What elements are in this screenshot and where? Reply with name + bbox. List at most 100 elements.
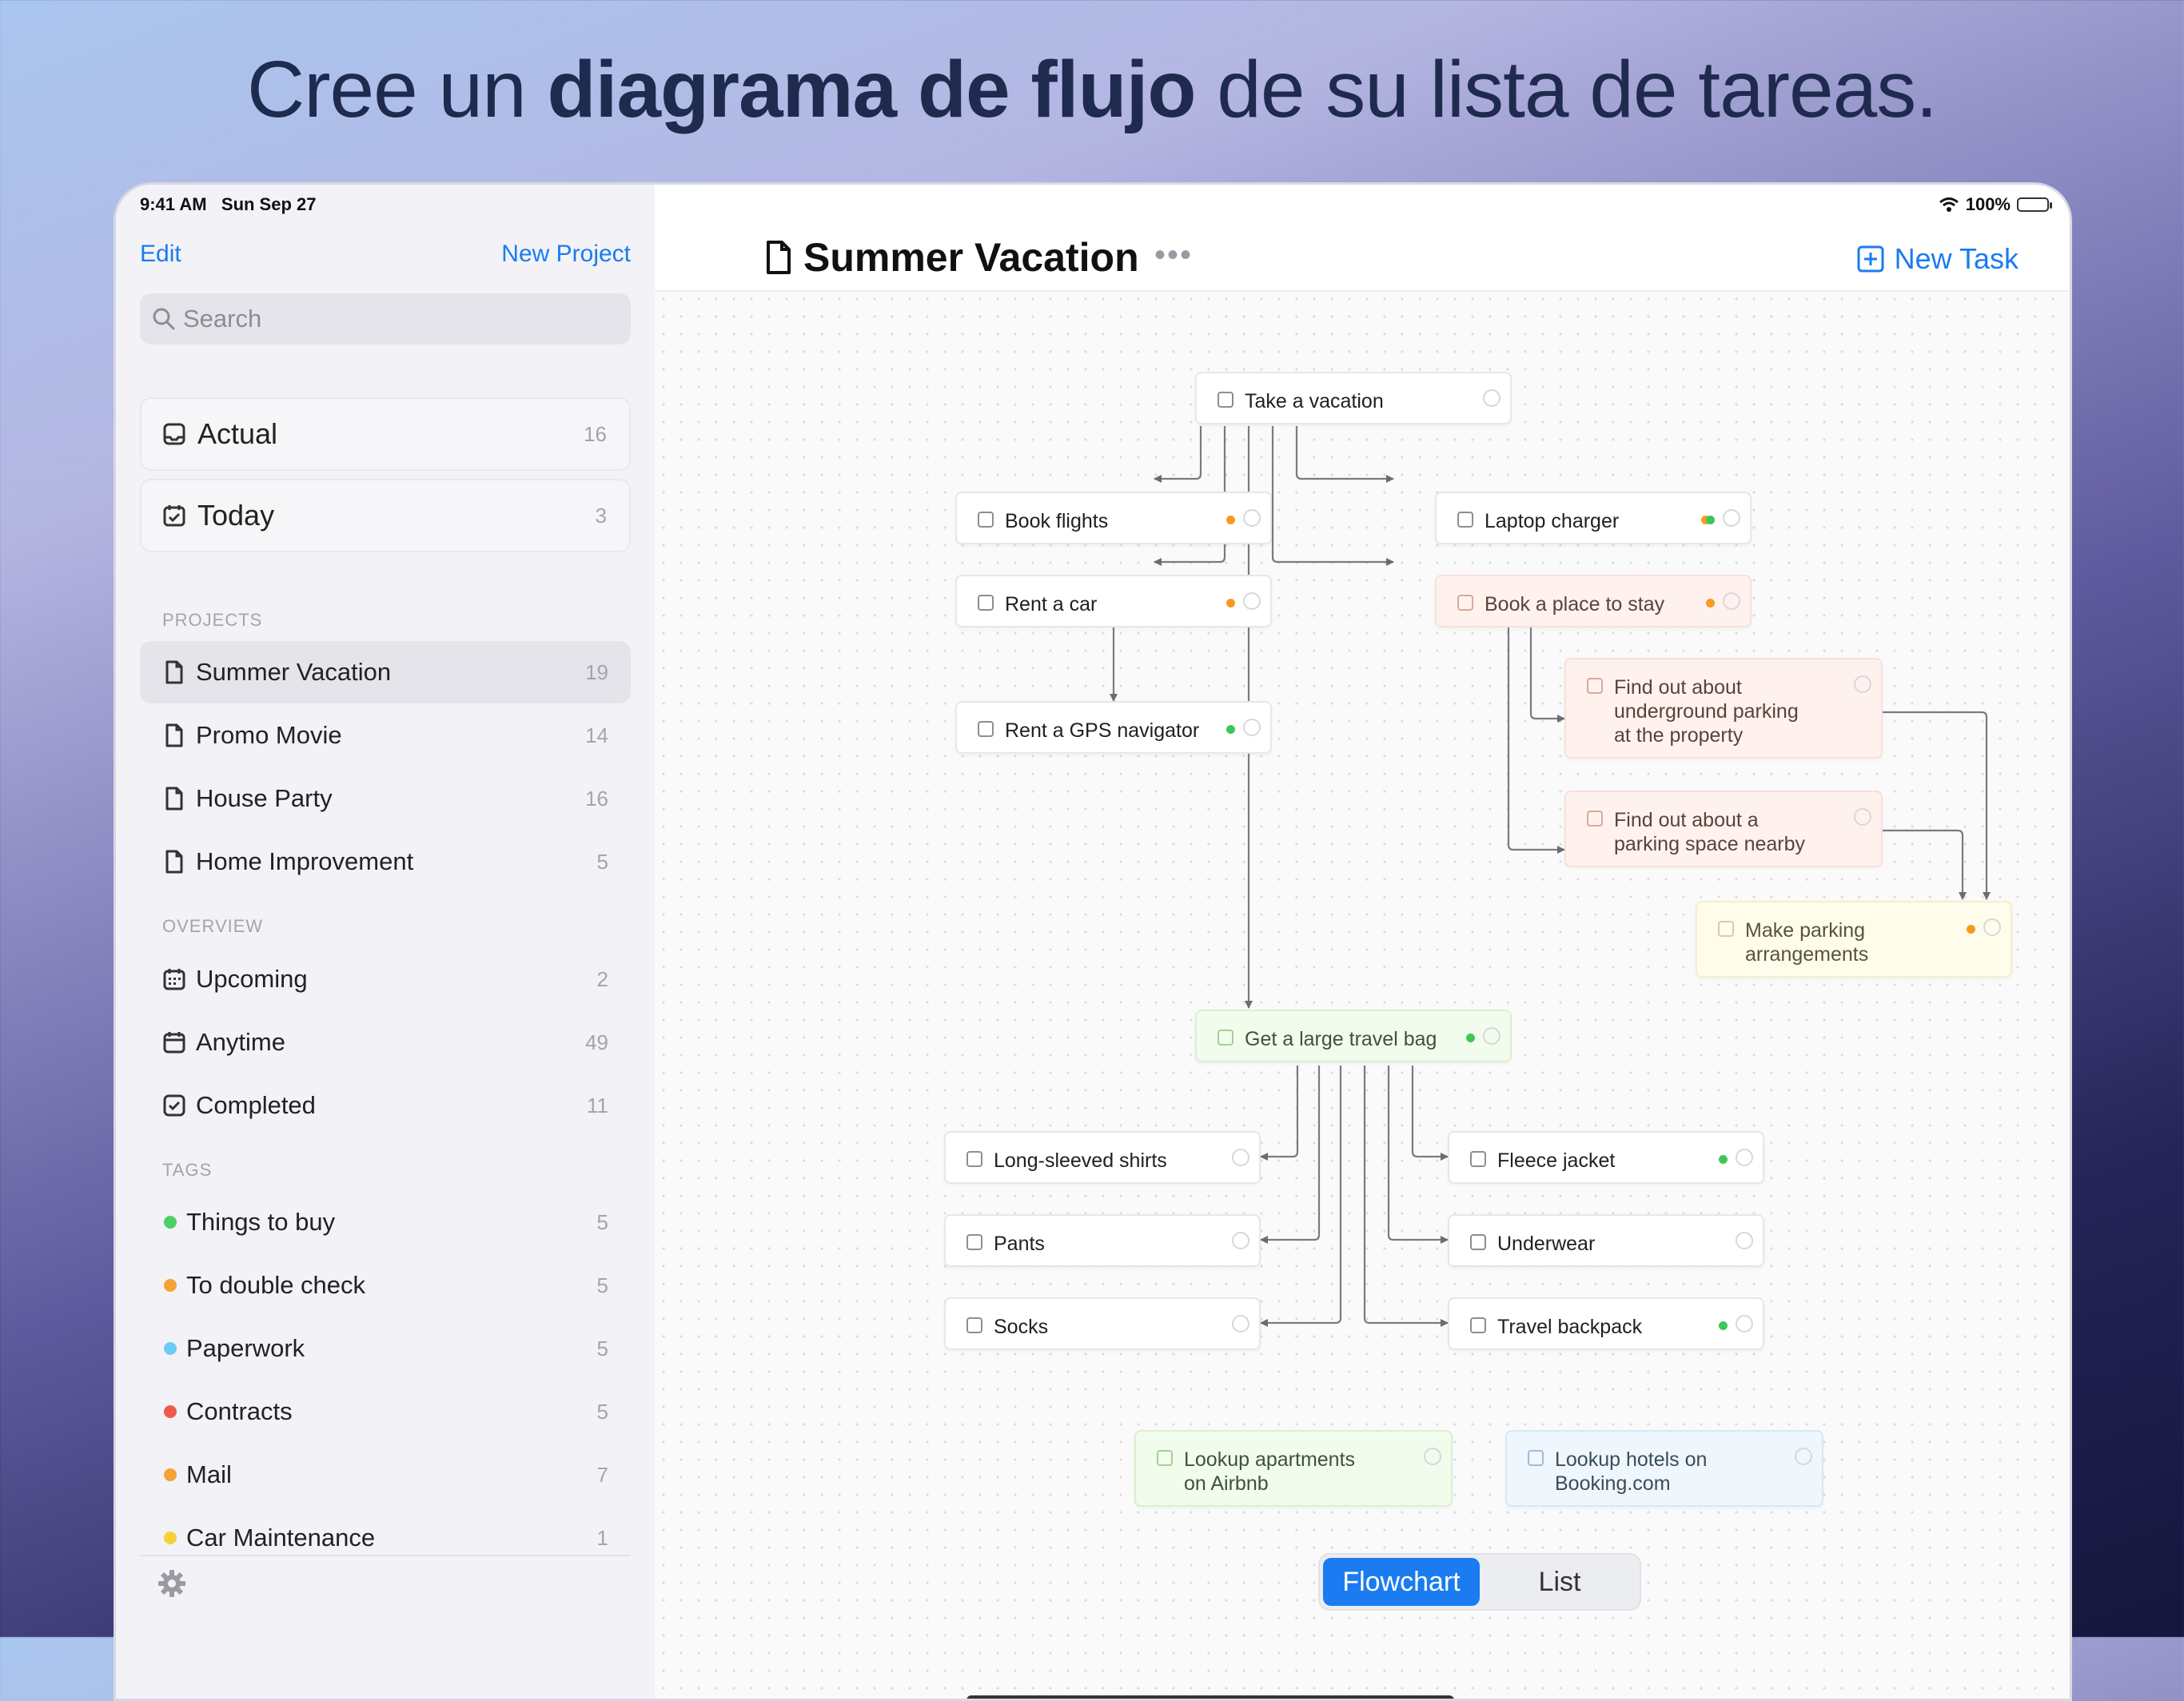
sidebar-item-actual[interactable]: Actual 16 [140, 397, 631, 471]
sidebar-tag-paperwork[interactable]: Paperwork 5 [140, 1317, 631, 1380]
task-node-airbnb[interactable]: Lookup apartments on Airbnb [1134, 1430, 1453, 1507]
connect-handle-icon[interactable] [1983, 918, 2001, 936]
task-node-fleece[interactable]: Fleece jacket [1448, 1131, 1764, 1184]
task-node-book-flights[interactable]: Book flights [955, 492, 1272, 544]
connect-handle-icon[interactable] [1243, 719, 1261, 736]
task-checkbox[interactable] [978, 595, 994, 611]
connect-handle-icon[interactable] [1795, 1448, 1812, 1465]
sidebar-item-label: Contracts [186, 1397, 293, 1425]
sidebar-tag-mail[interactable]: Mail 7 [140, 1444, 631, 1506]
connect-handle-icon[interactable] [1232, 1315, 1249, 1333]
task-checkbox[interactable] [1718, 921, 1734, 937]
task-node-make-parking[interactable]: Make parking arrangements [1696, 901, 2012, 978]
task-checkbox[interactable] [1457, 512, 1473, 528]
task-node-backpack[interactable]: Travel backpack [1448, 1297, 1764, 1350]
sidebar-item-anytime[interactable]: Anytime 49 [140, 1011, 631, 1074]
task-node-laptop-charger[interactable]: Laptop charger [1435, 492, 1752, 544]
task-checkbox[interactable] [1528, 1450, 1544, 1466]
task-checkbox[interactable] [978, 721, 994, 737]
connect-handle-icon[interactable] [1854, 675, 1871, 693]
new-project-button[interactable]: New Project [501, 241, 631, 267]
task-checkbox[interactable] [1457, 595, 1473, 611]
item-count: 7 [596, 1462, 608, 1487]
sidebar-item-today[interactable]: Today 3 [140, 479, 631, 552]
tag-dot-icon [1706, 599, 1715, 608]
sidebar-tag-to-double-check[interactable]: To double check 5 [140, 1254, 631, 1317]
connect-handle-icon[interactable] [1483, 1027, 1501, 1045]
task-node-find-underground-parking[interactable]: Find out about underground parking at th… [1564, 658, 1883, 759]
task-checkbox[interactable] [966, 1317, 982, 1333]
task-title: Take a vacation [1245, 390, 1384, 412]
sidebar-item-label: Mail [186, 1460, 232, 1488]
task-node-booking[interactable]: Lookup hotels on Booking.com [1505, 1430, 1823, 1507]
edit-button[interactable]: Edit [140, 241, 181, 267]
home-indicator [966, 1695, 1454, 1699]
tab-flowchart[interactable]: Flowchart [1323, 1558, 1480, 1606]
sidebar-item-upcoming[interactable]: Upcoming 2 [140, 948, 631, 1010]
task-title: Book a place to stay [1485, 593, 1665, 615]
task-node-underwear[interactable]: Underwear [1448, 1214, 1764, 1267]
connect-handle-icon[interactable] [1723, 592, 1740, 610]
sidebar-tag-things-to-buy[interactable]: Things to buy 5 [140, 1191, 631, 1253]
sidebar-item-completed[interactable]: Completed 11 [140, 1074, 631, 1137]
tab-list[interactable]: List [1538, 1566, 1581, 1597]
task-checkbox[interactable] [966, 1151, 982, 1167]
sidebar-item-label: Upcoming [196, 965, 308, 993]
item-count: 5 [596, 1273, 608, 1297]
search-input[interactable]: Search [140, 293, 631, 345]
battery-icon [2017, 197, 2052, 212]
sidebar-tag-car-maintenance[interactable]: Car Maintenance 1 [140, 1507, 631, 1569]
task-node-pants[interactable]: Pants [944, 1214, 1261, 1267]
task-checkbox[interactable] [1587, 811, 1603, 827]
sidebar-footer-divider [140, 1555, 631, 1556]
task-node-long-shirts[interactable]: Long-sleeved shirts [944, 1131, 1261, 1184]
task-checkbox[interactable] [1470, 1317, 1486, 1333]
task-node-rent-car[interactable]: Rent a car [955, 575, 1272, 627]
sidebar-tag-contracts[interactable]: Contracts 5 [140, 1380, 631, 1443]
new-task-button[interactable]: New Task [1856, 242, 2019, 276]
task-checkbox[interactable] [1587, 678, 1603, 694]
task-node-travel-bag[interactable]: Get a large travel bag [1195, 1010, 1512, 1062]
task-title: Long-sleeved shirts [994, 1149, 1167, 1172]
task-checkbox[interactable] [1470, 1234, 1486, 1250]
task-checkbox[interactable] [978, 512, 994, 528]
task-node-socks[interactable]: Socks [944, 1297, 1261, 1350]
task-checkbox[interactable] [966, 1234, 982, 1250]
sidebar-item-summer-vacation[interactable]: Summer Vacation 19 [140, 641, 631, 703]
task-node-book-place[interactable]: Book a place to stay [1435, 575, 1752, 627]
task-checkbox[interactable] [1218, 1030, 1233, 1046]
connect-handle-icon[interactable] [1736, 1315, 1753, 1333]
connect-handle-icon[interactable] [1243, 592, 1261, 610]
tags-section-title: TAGS [162, 1160, 213, 1180]
connect-handle-icon[interactable] [1243, 509, 1261, 527]
task-node-rent-gps[interactable]: Rent a GPS navigator [955, 701, 1272, 754]
task-checkbox[interactable] [1470, 1151, 1486, 1167]
task-checkbox[interactable] [1218, 392, 1233, 408]
flowchart-canvas[interactable]: 100% Summer Vacation ••• New Task [655, 185, 2070, 1699]
connect-handle-icon[interactable] [1483, 389, 1501, 407]
more-options-button[interactable]: ••• [1154, 237, 1194, 273]
task-title: Make parking arrangements [1745, 919, 1869, 966]
connect-handle-icon[interactable] [1854, 808, 1871, 826]
ipad-frame: 9:41 AM Sun Sep 27 Edit New Project Sear… [114, 182, 2072, 1701]
page-title: Summer Vacation [765, 234, 1139, 281]
connect-handle-icon[interactable] [1424, 1448, 1441, 1465]
gear-icon[interactable] [156, 1568, 188, 1599]
connect-handle-icon[interactable] [1736, 1149, 1753, 1166]
task-checkbox[interactable] [1157, 1450, 1173, 1466]
sidebar-item-home-improvement[interactable]: Home Improvement 5 [140, 831, 631, 893]
sidebar-item-label: Actual [197, 417, 278, 450]
sidebar-item-label: Car Maintenance [186, 1524, 376, 1552]
task-node-find-parking-nearby[interactable]: Find out about a parking space nearby [1564, 791, 1883, 867]
connect-handle-icon[interactable] [1232, 1232, 1249, 1249]
tag-dot-icon [1719, 1155, 1728, 1164]
sidebar-item-promo-movie[interactable]: Promo Movie 14 [140, 704, 631, 767]
sidebar-item-house-party[interactable]: House Party 16 [140, 767, 631, 830]
connect-handle-icon[interactable] [1736, 1232, 1753, 1249]
task-node-take-vacation[interactable]: Take a vacation [1195, 372, 1512, 424]
tag-dot-icon [164, 1405, 177, 1418]
calendar-icon [163, 1032, 185, 1054]
connect-handle-icon[interactable] [1723, 509, 1740, 527]
connect-handle-icon[interactable] [1232, 1149, 1249, 1166]
task-title: Underwear [1497, 1233, 1596, 1255]
